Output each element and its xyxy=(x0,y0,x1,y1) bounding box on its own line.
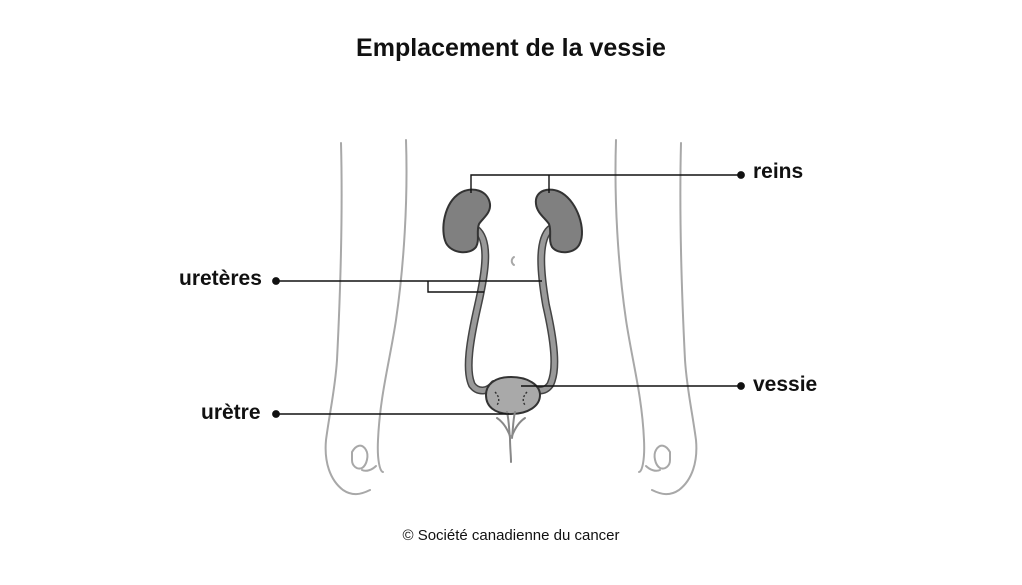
left-kidney xyxy=(442,188,492,254)
right-kidney xyxy=(534,188,583,254)
ureters-leader-dot xyxy=(272,277,280,285)
leader-lines xyxy=(272,171,745,418)
bladder-details xyxy=(494,391,528,406)
label-ureters: uretères xyxy=(179,267,262,290)
urethra xyxy=(496,411,526,463)
label-kidneys: reins xyxy=(753,160,804,183)
body-outline xyxy=(324,139,698,496)
copyright-credit: © Société canadienne du cancer xyxy=(402,527,620,544)
diagram-title: Emplacement de la vessie xyxy=(356,34,666,62)
urethra-leader-dot xyxy=(272,410,280,418)
kidneys-leader-dot xyxy=(737,171,745,179)
left-ureter xyxy=(464,225,498,395)
ureters xyxy=(464,225,559,395)
kidneys-leader-line xyxy=(470,174,741,193)
bladder xyxy=(484,375,542,416)
label-urethra: urètre xyxy=(201,401,261,424)
bladder-leader-dot xyxy=(737,382,745,390)
label-bladder: vessie xyxy=(753,373,818,396)
